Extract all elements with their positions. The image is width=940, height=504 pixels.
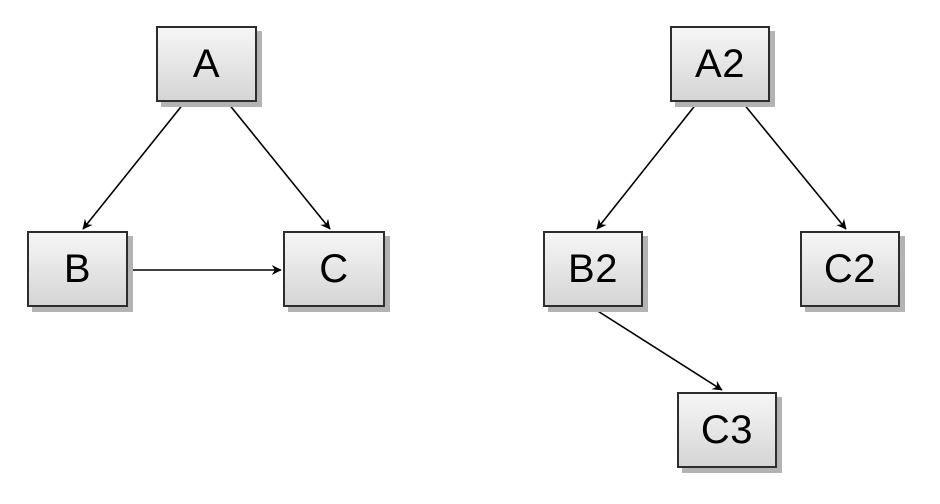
node-B2: B2	[543, 231, 643, 307]
node-B: B	[27, 231, 128, 307]
node-label-B: B	[63, 247, 92, 291]
edge-A-to-B	[82, 102, 185, 229]
node-label-A: A	[192, 42, 221, 86]
edge-A2-to-C2	[742, 102, 847, 229]
edge-A2-to-B2	[596, 102, 698, 229]
node-label-C3: C3	[700, 408, 754, 452]
edge-A-to-C	[227, 102, 331, 229]
edge-B2-to-C3	[592, 307, 722, 391]
node-C3: C3	[677, 392, 777, 468]
node-A2: A2	[670, 26, 770, 102]
node-C2: C2	[800, 231, 900, 307]
node-A: A	[156, 26, 257, 102]
node-label-C2: C2	[823, 247, 877, 291]
node-label-C: C	[319, 247, 349, 291]
node-label-B2: B2	[568, 247, 618, 291]
node-C: C	[283, 231, 385, 307]
node-label-A2: A2	[695, 42, 745, 86]
